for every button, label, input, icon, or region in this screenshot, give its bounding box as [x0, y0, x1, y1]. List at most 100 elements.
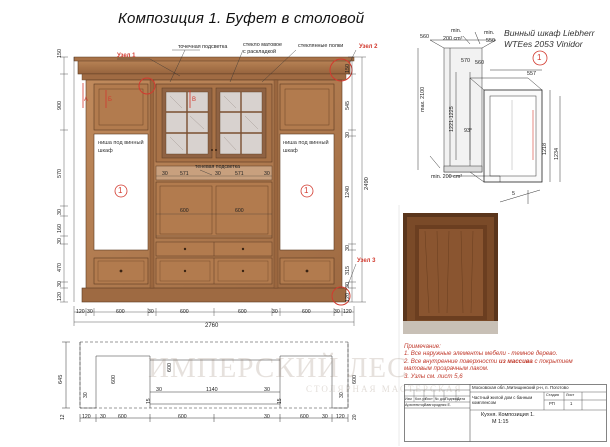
stamp-col-izm: Изм — [405, 397, 412, 401]
plan-bottom-30c: 30 — [322, 414, 328, 420]
dim-left-900: 900 — [57, 101, 63, 110]
dim-bottom-600a: 600 — [116, 309, 125, 315]
fridge-dim-570: 570 — [461, 58, 470, 64]
fridge-dim-560b: 560 — [475, 60, 484, 66]
dim-right-315: 315 — [345, 266, 351, 275]
dim-left-30b: 30 — [57, 238, 63, 244]
dim-bottom-120a: 120 — [76, 309, 85, 315]
fridge-marker: 1 — [537, 53, 542, 62]
plan-dim-30c: 30 — [83, 392, 89, 398]
fridge-dim-min-2: min. — [484, 30, 495, 36]
fridge-airflow-arrows — [429, 31, 481, 169]
fridge-dim-5: 5 — [512, 191, 515, 197]
dim-bottom-30d: 30 — [334, 309, 340, 315]
watermark-logo: ИМПЕРСКИЙ ЛЕС — [148, 352, 408, 384]
stamp-col-koluch: Кол.уч — [415, 397, 426, 401]
plan-bottom-120a: 120 — [82, 414, 91, 420]
dim-left-470: 470 — [57, 263, 63, 272]
dim-total-height: 2490 — [364, 177, 370, 190]
dim-bottom-600d: 600 — [302, 309, 311, 315]
node1-label: Узел 1 — [117, 53, 136, 59]
fridge-dim-1221: 1221-1225 — [449, 106, 455, 132]
callout-matte-glass-2: с раскладкой — [243, 49, 277, 55]
dim-left-30c: 30 — [57, 281, 63, 287]
stamp-sheet: 1 — [570, 401, 573, 406]
dim-bottom-600c: 600 — [238, 309, 247, 315]
plan-dim-12: 12 — [60, 414, 66, 420]
plan-bottom-600a: 600 — [118, 414, 127, 420]
right-niche-label-1: ниша под винный — [283, 140, 329, 146]
plan-dim-645: 645 — [58, 374, 64, 384]
plan-dim-15b: 15 — [277, 398, 283, 404]
dim-bottom-30b: 30 — [148, 309, 154, 315]
dim-right-30b: 30 — [345, 245, 351, 251]
plan-bottom-30b: 30 — [264, 414, 270, 420]
stamp-stage-header: Стадия — [546, 393, 559, 397]
dim-inner-30b: 30 — [215, 171, 221, 177]
dim-left-150: 150 — [57, 49, 63, 58]
left-niche-label-2: шкаф — [98, 148, 113, 154]
section-mark-v: В — [192, 97, 197, 103]
dim-right-120: 120 — [345, 293, 351, 302]
door-sample-photo — [403, 213, 498, 334]
dim-right-1240: 1240 — [345, 186, 351, 198]
left-niche-marker: 1 — [118, 186, 123, 195]
stamp-project: Московская обл.,Митищинский р-н, п. Пого… — [472, 385, 569, 390]
dim-inner-30a: 30 — [162, 171, 168, 177]
plan-dim-1140: 1140 — [206, 387, 218, 393]
dim-bottom-30c: 30 — [272, 309, 278, 315]
dim-inner-571b: 571 — [235, 171, 244, 177]
stamp-author: Завгородняя Е. — [424, 403, 452, 407]
dim-right-150: 150 — [345, 64, 351, 73]
dim-left-30a: 30 — [57, 209, 63, 215]
fridge-dim-550: 550 — [486, 38, 495, 44]
fridge-dim-1234: 1234 — [554, 148, 560, 160]
callout-matte-glass: стекло матовое — [243, 42, 283, 48]
fridge-dim-min-top: min. — [451, 28, 462, 34]
title-block: Московская обл.,Митищинский р-н, п. Пого… — [404, 384, 607, 442]
page-title: Композиция 1. Буфет в столовой — [118, 10, 365, 27]
glass-door-left — [161, 87, 213, 159]
dim-bottom-30a: 30 — [87, 309, 93, 315]
dim-left-160: 160 — [57, 224, 63, 233]
plan-dim-600-left: 600 — [111, 375, 117, 384]
fridge-dim-200cm: 200 cm² — [443, 36, 463, 42]
stamp-col-podpis: Подпись — [445, 397, 460, 401]
stamp-role: Архитектор — [405, 403, 426, 407]
fridge-dim-557: 557 — [527, 71, 536, 77]
dim-inner-600b: 600 — [235, 208, 244, 214]
stamp-drawing-title: Кухня. Композиция 1. — [481, 412, 535, 418]
plan-bottom-30a: 30 — [100, 414, 106, 420]
stamp-object: Частный жилой дом с банным комплексом — [472, 395, 533, 405]
right-niche-label-2: шкаф — [283, 148, 298, 154]
fridge-dim-1218: 1218 — [542, 143, 548, 155]
dim-inner-571a: 571 — [180, 171, 189, 177]
node3-circle — [331, 286, 351, 306]
node2-label: Узел 2 — [359, 44, 378, 50]
callout-shadow-light: теневая подсветка — [195, 164, 241, 170]
plan-dim-30a: 30 — [156, 387, 162, 393]
center-counter — [155, 165, 273, 181]
node1-circle — [138, 77, 156, 95]
plinth — [81, 287, 347, 303]
right-niche-marker: 1 — [304, 186, 309, 195]
watermark-subtitle: СТОЛЯРНАЯ МАСТЕРСКАЯ — [306, 384, 463, 394]
section-mark-b: Б — [108, 97, 112, 103]
dim-right-30a: 30 — [345, 132, 351, 138]
wine-fridge-diagram — [417, 39, 561, 204]
dim-right-545: 545 — [345, 101, 351, 110]
stamp-col-data: Дата — [457, 397, 465, 401]
dim-bottom-120b: 120 — [343, 309, 352, 315]
plan-bottom-600c: 600 — [300, 414, 309, 420]
dim-left-120: 120 — [57, 292, 63, 301]
fridge-dim-min-200-bottom: min. 200 cm² — [431, 174, 463, 180]
stamp-col-list: Лист — [425, 397, 433, 401]
stamp-scale: М 1:15 — [492, 419, 509, 425]
notes-block: Примечание: 1. Все наружные элементы меб… — [404, 343, 573, 380]
stamp-sheet-header: Лист — [566, 393, 575, 397]
fridge-dim-max-2100: max. 2100 — [420, 86, 426, 112]
section-mark-a: А — [84, 97, 89, 103]
plan-dim-15a: 15 — [146, 398, 152, 404]
plan-bottom-600b: 600 — [178, 414, 187, 420]
stamp-col-ndok: № док — [435, 397, 446, 401]
